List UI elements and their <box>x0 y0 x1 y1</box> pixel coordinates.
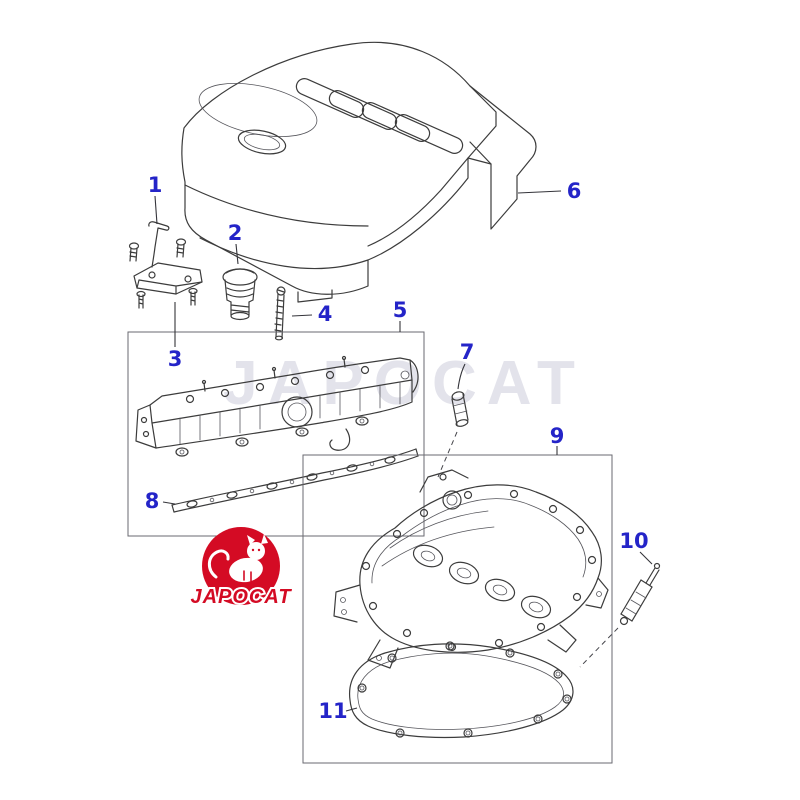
intake-manifold-group-box <box>127 331 425 537</box>
engine-cover-drawing <box>181 41 537 303</box>
cam-cover-gasket-drawing <box>348 641 574 739</box>
callout-9[interactable]: 9 <box>550 424 565 448</box>
stud-bolt-drawing <box>274 286 286 341</box>
leader-lines <box>154 190 653 712</box>
callout-8-leader <box>162 501 176 505</box>
callouts: 1 2 3 4 5 6 7 8 9 10 11 <box>145 173 649 723</box>
callout-7-dashed-leader <box>437 431 458 478</box>
callout-1[interactable]: 1 <box>148 173 163 197</box>
callout-7[interactable]: 7 <box>460 340 475 364</box>
camshaft-cover-drawing <box>333 469 609 669</box>
callout-1-leader <box>154 195 158 225</box>
cam-cover-group-box <box>302 454 613 764</box>
oil-filler-cap-drawing <box>222 268 258 321</box>
callout-6-leader <box>517 190 562 194</box>
cover-slots <box>295 78 464 154</box>
callout-2[interactable]: 2 <box>228 221 243 245</box>
logo-text: JAPOCAT <box>190 586 292 608</box>
callout-10-leader <box>639 551 653 565</box>
callout-7-leader <box>457 363 466 390</box>
callout-4-leader <box>291 314 313 317</box>
callout-10[interactable]: 10 <box>619 529 648 553</box>
japocat-logo: JAPOCAT <box>188 527 293 610</box>
callout-4[interactable]: 4 <box>318 302 333 326</box>
callout-5[interactable]: 5 <box>393 298 408 322</box>
callout-2-leader <box>235 243 239 265</box>
intake-manifold-drawing <box>135 355 419 457</box>
dipstick-and-bracket-drawing <box>128 221 203 309</box>
cat-icon <box>207 534 268 583</box>
callout-6[interactable]: 6 <box>567 179 582 203</box>
callout-3[interactable]: 3 <box>168 347 183 371</box>
callout-8[interactable]: 8 <box>145 489 160 513</box>
callout-10-dashed-leader <box>579 627 619 668</box>
manifold-gasket-drawing <box>171 448 419 513</box>
support-strut-drawing <box>619 562 661 626</box>
callout-11[interactable]: 11 <box>318 699 347 723</box>
sensor-drawing <box>451 391 469 427</box>
callout-11-leader <box>345 707 358 712</box>
